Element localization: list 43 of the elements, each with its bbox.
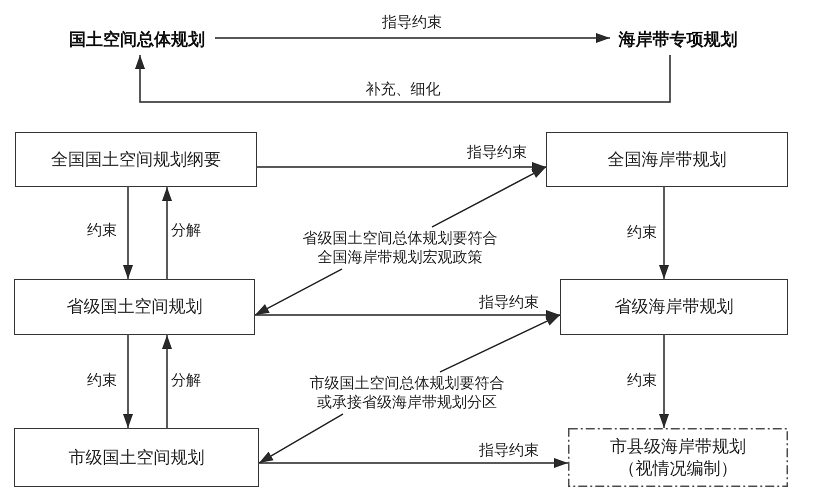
arrow	[255, 310, 560, 320]
edge-label: 分解	[169, 371, 203, 389]
heading-text: 国土空间总体规划	[69, 29, 205, 51]
arrow	[123, 187, 133, 279]
callout-text: 市级国土空间总体规划要符合或承接省级海岸带规划分区	[308, 374, 506, 412]
arrow	[254, 268, 342, 316]
arrow	[162, 187, 172, 279]
box-label: 市级国土空间规划	[68, 446, 204, 468]
arrow	[258, 413, 344, 464]
arrow	[162, 335, 172, 428]
arrow	[259, 458, 568, 468]
heading-text: 海岸带专项规划	[618, 29, 738, 51]
arrow	[257, 162, 546, 172]
edge-label: 约束	[625, 371, 659, 389]
process-box	[14, 428, 259, 487]
arrow	[659, 187, 669, 279]
edge-label: 指导约束	[477, 441, 541, 459]
box-label: 市县级海岸带规划	[610, 436, 746, 458]
process-box	[560, 279, 788, 335]
process-box	[546, 132, 788, 187]
edge-label: 指导约束	[380, 13, 444, 31]
box-label: 省级国土空间规划	[66, 296, 202, 318]
edge-label: 指导约束	[477, 293, 541, 311]
arrow	[123, 335, 133, 428]
process-box	[14, 279, 255, 335]
process-box	[15, 132, 257, 187]
dashed-box	[568, 428, 788, 487]
edge-label: 指导约束	[465, 143, 529, 161]
box-label: 全国国土空间规划纲要	[51, 148, 221, 170]
edge-label: 约束	[625, 223, 659, 241]
edge-label: 约束	[85, 371, 119, 389]
callout-text: 省级国土空间总体规划要符合全国海岸带规划宏观政策	[302, 229, 498, 267]
arrow	[215, 33, 610, 43]
arrow	[659, 335, 669, 428]
box-label: 全国海岸带规划	[608, 148, 726, 170]
arrow	[432, 166, 546, 228]
note-text: （视情况编制）	[618, 458, 738, 480]
edge-label: 分解	[169, 221, 203, 239]
arrow	[440, 314, 560, 373]
arrow	[135, 55, 671, 103]
edge-label: 约束	[85, 221, 119, 239]
box-label: 省级海岸带规划	[614, 296, 734, 318]
edge-label: 补充、细化	[364, 80, 442, 98]
